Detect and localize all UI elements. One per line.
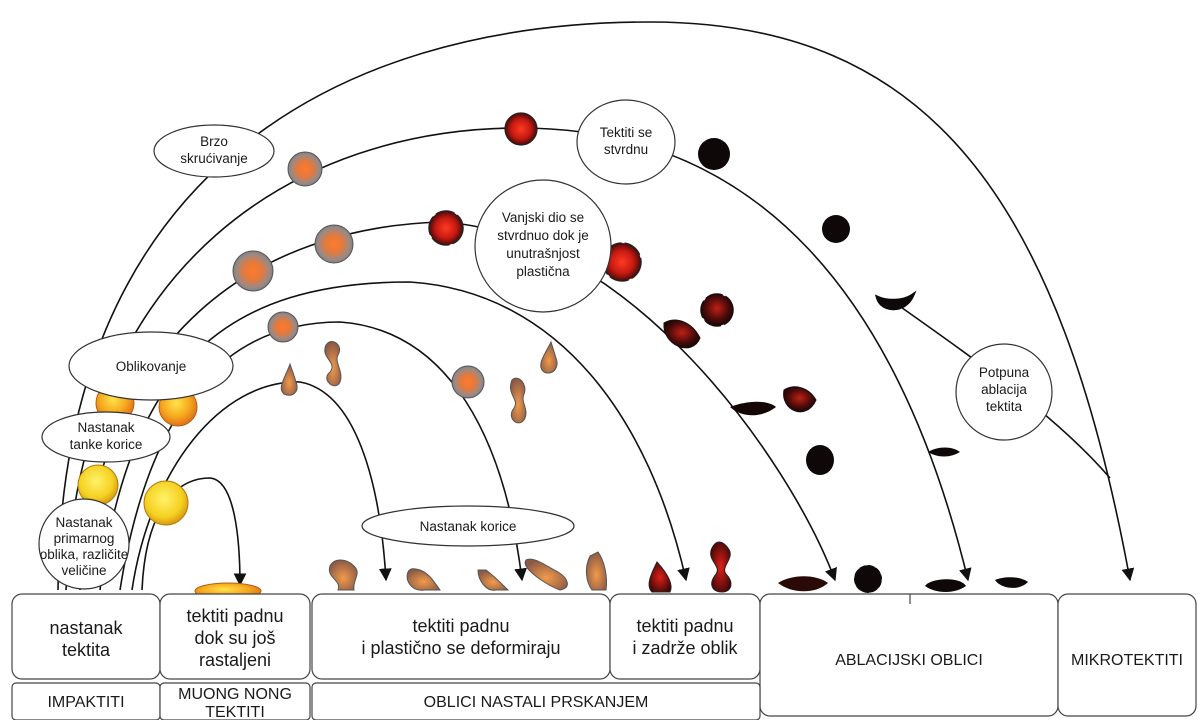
ground-red-dumbbell	[710, 541, 732, 593]
bubble-ablation-line-2: ablacija	[981, 382, 1027, 397]
stage-molten-line-2: dok su još	[194, 628, 275, 648]
bubble-primary-line-2: primarnog	[54, 531, 115, 546]
ground-cap-1	[925, 579, 966, 592]
bubble-solidify-line-2: stvrdnu	[604, 142, 648, 157]
shell-sphere-3	[232, 250, 274, 292]
bubble-rind-formation: Nastanak korice	[361, 505, 575, 547]
ablated-cap-1	[874, 290, 917, 311]
stage-plastic-line-1: tektiti padnu	[412, 616, 509, 636]
bubble-rapid-line-1: Brzo	[200, 134, 228, 149]
ground-elongated-1	[524, 558, 568, 591]
category-strip: IMPAKTITI MUONG NONG TEKTITI OBLICI NAST…	[11, 682, 761, 720]
stage-keep-line-1: tektiti padnu	[636, 616, 733, 636]
bubble-ablation-line-3: tektita	[986, 399, 1023, 414]
dark-lens-1	[730, 401, 776, 416]
red-sphere-1	[504, 112, 538, 146]
dumbbell-2	[510, 377, 527, 424]
ground-drop-2	[477, 569, 510, 591]
cat-box-muong	[159, 682, 311, 720]
shell-sphere-1	[287, 151, 323, 187]
stage-molten-line-1: tektiti padnu	[186, 606, 283, 626]
cat-box-splash	[311, 682, 761, 720]
bubble-primary-line-4: veličine	[61, 563, 106, 578]
category-muong-line-2: TEKTITI	[205, 704, 265, 720]
bubble-outer-line-1: Vanjski dio se	[502, 210, 584, 225]
dark-cap-2	[783, 386, 817, 413]
ground-lens-1	[778, 576, 828, 592]
category-muong-line-1: MUONG NONG	[178, 686, 292, 703]
red-sphere-4	[700, 293, 734, 327]
box-plastic	[311, 593, 611, 680]
box-keep	[609, 593, 761, 680]
bubble-full-ablation: Potpuna ablacija tektita	[955, 343, 1053, 441]
teardrop-1	[280, 362, 298, 396]
black-sphere-2	[822, 215, 850, 243]
ground-dumbbell-1	[328, 559, 358, 591]
ground-sphere-dark	[853, 564, 883, 594]
bubble-crust-line-1: Nastanak	[77, 420, 134, 435]
ground-drop-1	[406, 568, 441, 591]
black-lens-2	[928, 447, 960, 457]
stage-keep-line-2: i zadrže oblik	[632, 638, 738, 658]
trajectory-keep	[99, 281, 690, 591]
dark-cap-1	[663, 319, 701, 349]
stage-molten-line-3: rastaljeni	[199, 650, 271, 670]
stage-plastic-line-2: i plastično se deformiraju	[361, 638, 560, 658]
bubble-outer-line-2: stvrdnuo dok je	[497, 228, 589, 243]
stage-microtektites: MIKROTEKTITI	[1071, 652, 1183, 669]
stage-boxes: nastanak tektita tektiti padnu dok su jo…	[11, 593, 1197, 717]
bubble-thin-crust: Nastanak tanke korice	[41, 411, 171, 463]
category-splash-forms: OBLICI NASTALI PRSKANJEM	[424, 694, 649, 711]
teardrop-2	[540, 340, 558, 374]
bubble-outer-line-4: plastična	[516, 264, 570, 279]
shell-sphere-5	[451, 365, 485, 399]
bubble-rapid-solidification: Brzo skrućivanje	[153, 124, 275, 178]
bubble-shaping-line-1: Oblikovanje	[116, 359, 187, 374]
bubble-solidify: Tektiti se stvrdnu	[576, 99, 676, 185]
bubble-rind-line-1: Nastanak korice	[420, 519, 517, 534]
black-sphere-1	[698, 138, 730, 170]
plastic-shapes	[280, 340, 732, 593]
ground-tall-1	[585, 551, 607, 591]
shell-spheres	[232, 151, 485, 399]
explanation-bubbles: Brzo skrućivanje Tektiti se stvrdnu Vanj…	[38, 99, 1053, 590]
bubble-solidify-line-1: Tektiti se	[600, 125, 653, 140]
bubble-rapid-line-2: skrućivanje	[180, 151, 248, 166]
dumbbell-1	[324, 341, 342, 387]
stage-formation-line-1: nastanak	[49, 618, 123, 638]
ground-cap-2	[995, 577, 1028, 588]
bubble-outer-solid: Vanjski dio se stvrdnuo dok je unutrašnj…	[474, 179, 612, 313]
bubble-shaping: Oblikovanje	[68, 331, 234, 401]
trajectory-molten	[141, 477, 247, 591]
trajectories	[57, 21, 1135, 591]
bubble-ablation-line-1: Potpuna	[979, 365, 1030, 380]
shell-sphere-2	[314, 224, 354, 264]
bubble-primary-line-1: Nastanak	[55, 515, 112, 530]
sphere-yellow-2	[143, 480, 189, 526]
stage-formation-line-2: tektita	[62, 640, 111, 660]
bubble-crust-line-2: tanke korice	[70, 437, 143, 452]
red-sphere-2	[428, 210, 464, 246]
category-impactites: IMPAKTITI	[47, 694, 124, 711]
bubble-primary-shape: Nastanak primarnog oblika, različite vel…	[38, 498, 130, 590]
bubble-primary-line-3: oblika, različite	[40, 547, 129, 562]
trajectory-micro	[57, 21, 1135, 591]
black-disc-1	[806, 445, 834, 475]
ablated-shapes	[663, 138, 1028, 594]
box-micro	[1057, 593, 1197, 717]
ground-red-drop	[648, 561, 672, 593]
bubble-outer-line-3: unutrašnjost	[506, 246, 580, 261]
box-molten	[159, 593, 311, 680]
stage-ablation-forms: ABLACIJSKI OBLICI	[835, 652, 983, 669]
shell-sphere-4	[267, 311, 299, 343]
